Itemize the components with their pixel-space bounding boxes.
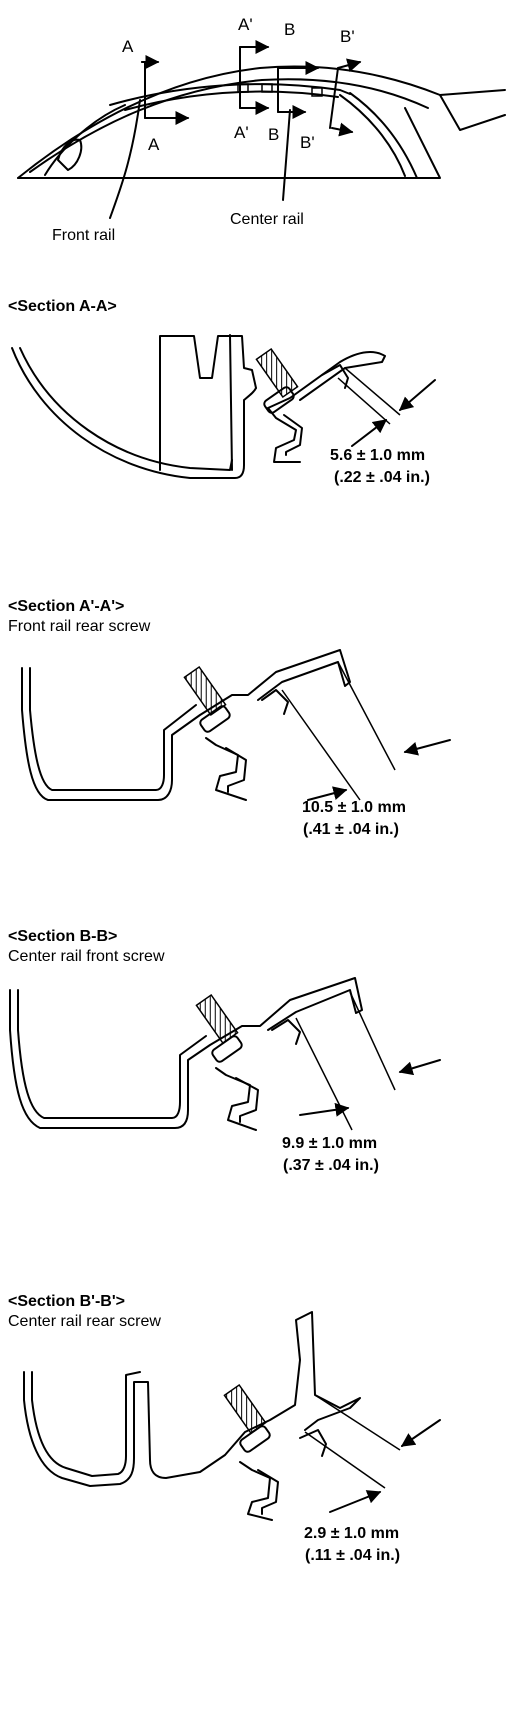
section-a-title: <Section A-A> bbox=[8, 298, 117, 315]
cut-label-b2-bottom: B' bbox=[300, 133, 315, 152]
section-a2-title: <Section A'-A'> bbox=[8, 598, 124, 615]
section-b2-dim-in: (.11 ± .04 in.) bbox=[305, 1547, 400, 1564]
section-b-dim-in: (.37 ± .04 in.) bbox=[283, 1157, 379, 1174]
section-b-title: <Section B-B> bbox=[8, 928, 117, 945]
cut-label-b-top: B bbox=[284, 20, 295, 39]
cut-label-a2-top: A' bbox=[238, 15, 253, 34]
cut-label-a2-bottom: A' bbox=[234, 123, 249, 142]
section-b2-subtitle: Center rail rear screw bbox=[8, 1313, 161, 1330]
section-b2-title: <Section B'-B'> bbox=[8, 1293, 125, 1310]
section-a2-drawing bbox=[21, 649, 451, 801]
center-rail-label: Center rail bbox=[230, 211, 304, 228]
cut-label-a-top: A bbox=[122, 37, 134, 56]
cut-label-a-bottom: A bbox=[148, 135, 160, 154]
section-b-dim-mm: 9.9 ± 1.0 mm bbox=[282, 1135, 377, 1152]
overview-roof-diagram bbox=[17, 40, 506, 219]
section-a-drawing bbox=[11, 334, 436, 479]
cut-label-b-bottom: B bbox=[268, 125, 279, 144]
section-b2-drawing bbox=[23, 1311, 441, 1521]
section-a2-subtitle: Front rail rear screw bbox=[8, 618, 151, 635]
section-b-drawing bbox=[9, 977, 441, 1131]
front-rail-label: Front rail bbox=[52, 227, 115, 244]
cut-label-b2-top: B' bbox=[340, 27, 355, 46]
section-a-dim-in: (.22 ± .04 in.) bbox=[334, 469, 430, 486]
section-a2-dim-in: (.41 ± .04 in.) bbox=[303, 821, 399, 838]
section-b-subtitle: Center rail front screw bbox=[8, 948, 165, 965]
section-a2-dim-mm: 10.5 ± 1.0 mm bbox=[302, 799, 406, 816]
section-a-dim-mm: 5.6 ± 1.0 mm bbox=[330, 447, 425, 464]
section-b2-dim-mm: 2.9 ± 1.0 mm bbox=[304, 1525, 399, 1542]
